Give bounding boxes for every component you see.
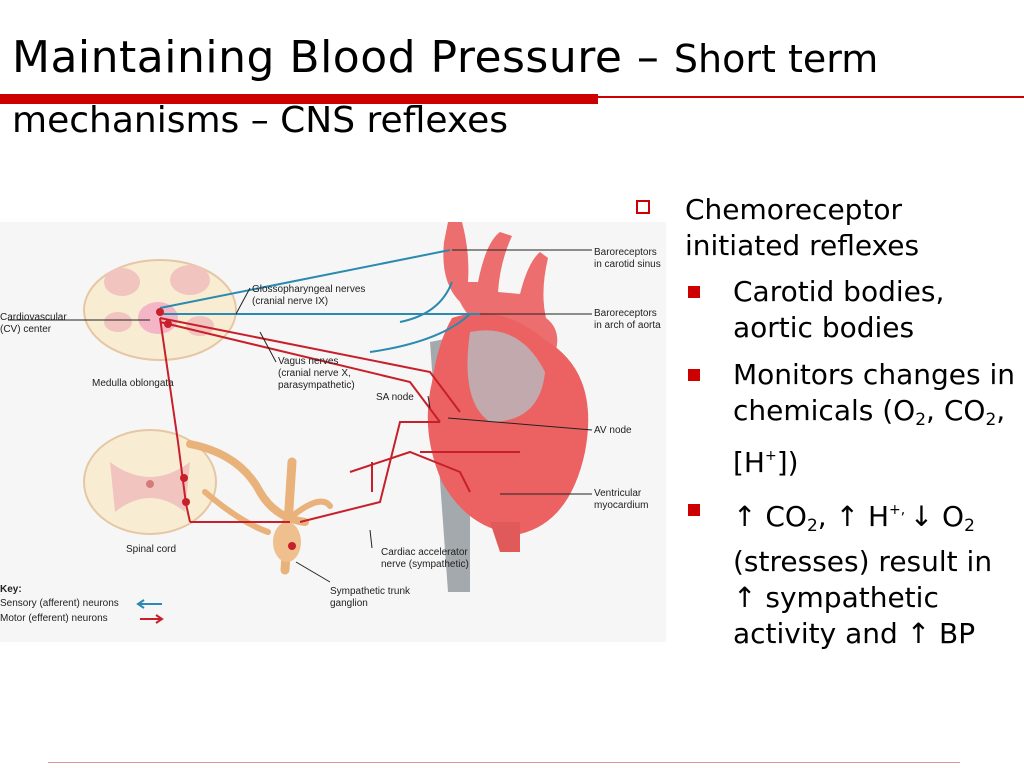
filled-square-bullet-icon — [688, 369, 700, 381]
label-vagus-nerves: Vagus nerves (cranial nerve X, parasympa… — [278, 356, 355, 391]
heart-shape — [427, 222, 589, 592]
bullet-monitors-chemicals: Monitors changes in chemicals (O2, CO2, … — [632, 357, 1024, 481]
label-cardiac-accelerator-nerve: Cardiac accelerator nerve (sympathetic) — [381, 547, 469, 570]
label-sa-node: SA node — [376, 392, 414, 403]
label-ventricular-myocardium: Ventricular myocardium — [594, 488, 649, 511]
footer-rule — [48, 762, 960, 763]
key-arrows — [136, 599, 164, 624]
hollow-square-bullet-icon — [636, 200, 650, 214]
title-sub: Short term — [673, 37, 879, 81]
diagram-artwork — [8, 222, 593, 624]
key-title: Key: — [0, 584, 22, 595]
up-arrow-icon: ↑ — [835, 500, 860, 533]
bullet-list: Chemoreceptor initiated reflexes Carotid… — [632, 192, 1024, 663]
reflex-diagram: Baroreceptors in carotid sinus Glossopha… — [0, 222, 666, 642]
label-av-node: AV node — [594, 425, 632, 436]
label-glossopharyngeal-nerves: Glossopharyngeal nerves (cranial nerve I… — [252, 284, 366, 307]
label-leader-lines — [8, 249, 593, 583]
up-arrow-icon: ↑ — [906, 617, 931, 650]
sensory-neurons — [159, 249, 480, 353]
title-red-bar — [0, 94, 598, 104]
key-sensory-neurons: Sensory (afferent) neurons — [0, 598, 119, 609]
filled-square-bullet-icon — [688, 286, 700, 298]
neuron-dots — [156, 308, 296, 550]
label-cardiovascular-center: Cardiovascular (CV) center — [0, 312, 67, 335]
label-baroreceptors-carotid-sinus: Baroreceptors in carotid sinus — [594, 247, 661, 270]
key-motor-neurons: Motor (efferent) neurons — [0, 613, 108, 624]
bullet-carotid-aortic-bodies: Carotid bodies, aortic bodies — [632, 274, 1024, 346]
bullet-stresses-result: ↑ CO2, ↑ H+, ↓ O2 (stresses) result in ↑… — [632, 492, 1024, 652]
title-line-2: mechanisms – CNS reflexes — [12, 100, 508, 141]
down-arrow-icon: ↓ — [909, 500, 934, 533]
motor-neurons — [159, 317, 520, 523]
slide-title: Maintaining Blood Pressure – Short term — [12, 36, 1012, 80]
label-medulla-oblongata: Medulla oblongata — [92, 378, 174, 389]
title-main: Maintaining Blood Pressure – — [12, 32, 674, 83]
spinal-cord-shape — [83, 429, 217, 535]
ganglion-shape — [186, 440, 333, 575]
label-sympathetic-trunk-ganglion: Sympathetic trunk ganglion — [330, 586, 411, 609]
label-baroreceptors-aortic-arch: Baroreceptors in arch of aorta — [594, 308, 661, 331]
up-arrow-icon: ↑ — [733, 500, 757, 533]
up-arrow-icon: ↑ — [733, 581, 757, 614]
filled-square-bullet-icon — [688, 504, 700, 516]
bullet-chemoreceptor-reflexes: Chemoreceptor initiated reflexes — [632, 192, 1024, 264]
label-spinal-cord: Spinal cord — [126, 544, 177, 555]
title-thin-rule — [598, 96, 1024, 98]
